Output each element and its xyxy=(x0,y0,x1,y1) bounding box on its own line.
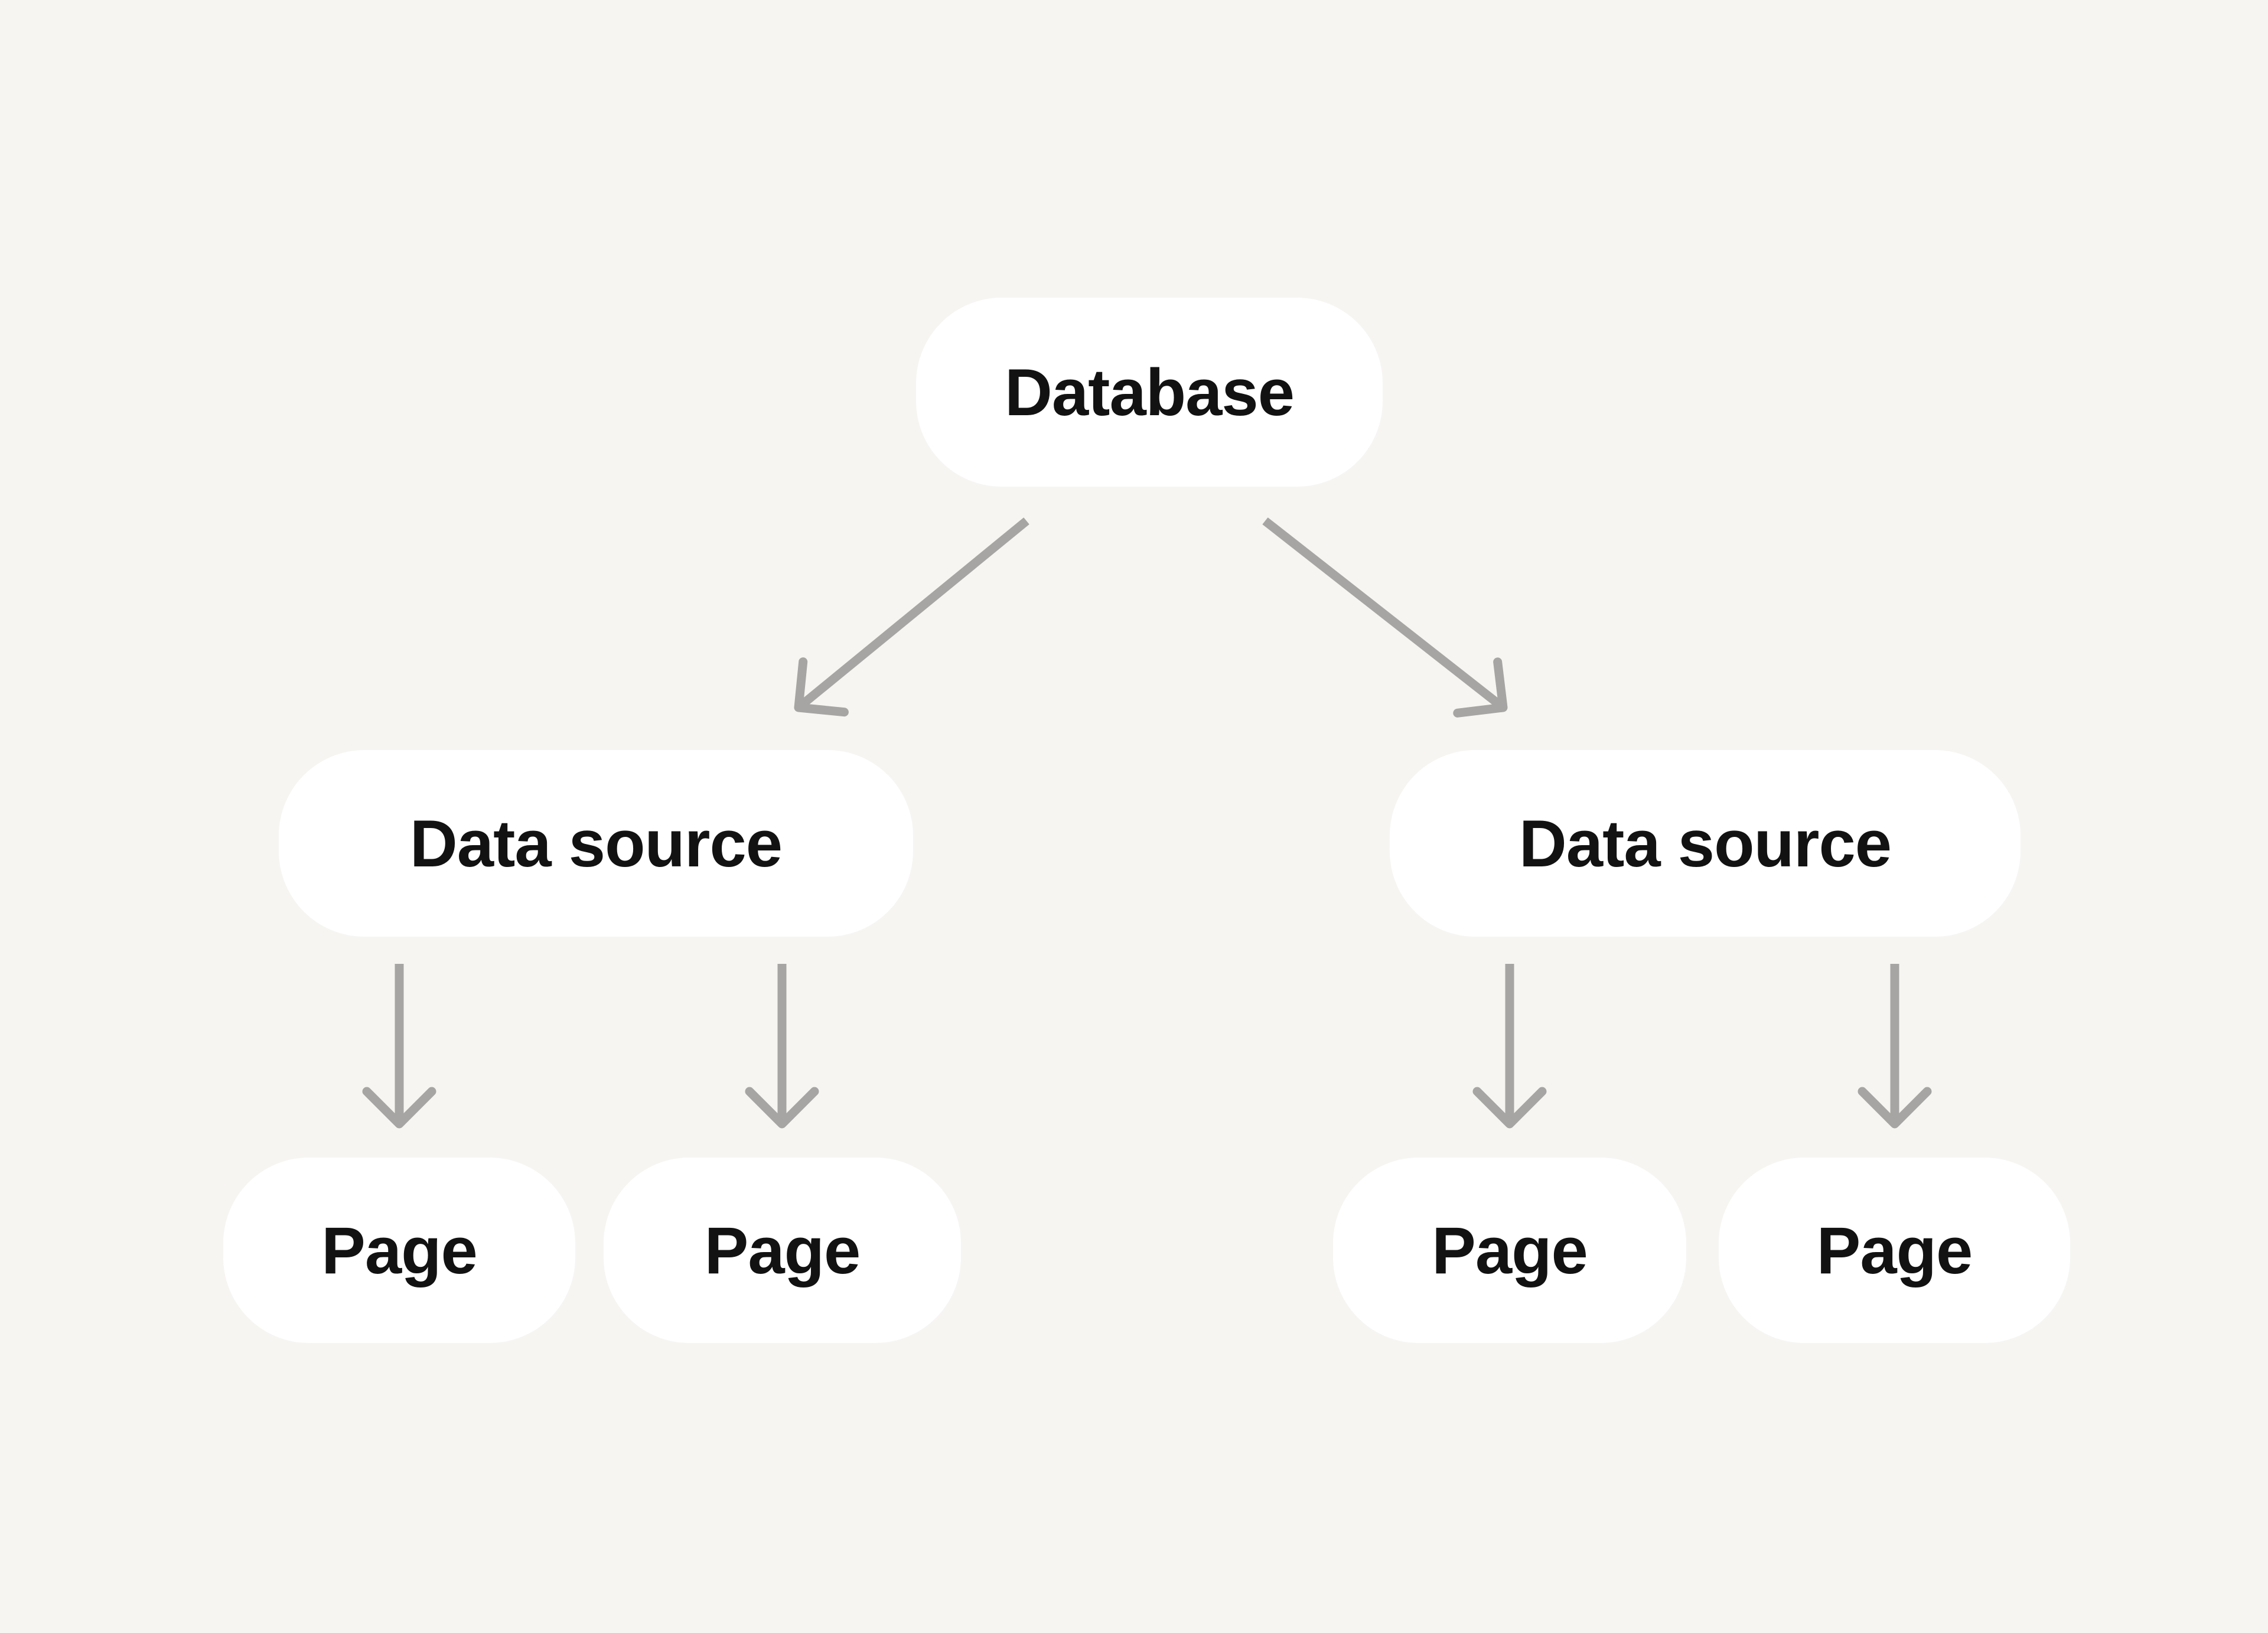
node-datasource-left: Data source xyxy=(279,750,913,937)
node-database-label: Database xyxy=(1004,355,1295,429)
node-datasource-right: Data source xyxy=(1390,750,2021,937)
node-page-2: Page xyxy=(604,1158,961,1343)
node-database: Database xyxy=(916,298,1383,487)
node-datasource-left-label: Data source xyxy=(409,806,783,881)
node-page-4-label: Page xyxy=(1816,1213,1973,1288)
node-page-3: Page xyxy=(1333,1158,1686,1343)
arrow-database-to-datasource-right xyxy=(1262,517,1508,718)
node-page-4: Page xyxy=(1719,1158,2070,1343)
node-datasource-right-label: Data source xyxy=(1518,806,1892,881)
node-page-1-label: Page xyxy=(321,1213,478,1288)
node-page-3-label: Page xyxy=(1432,1213,1588,1288)
arrow-database-to-datasource-left xyxy=(794,517,1029,717)
node-page-1: Page xyxy=(223,1158,575,1343)
node-page-2-label: Page xyxy=(704,1213,861,1288)
